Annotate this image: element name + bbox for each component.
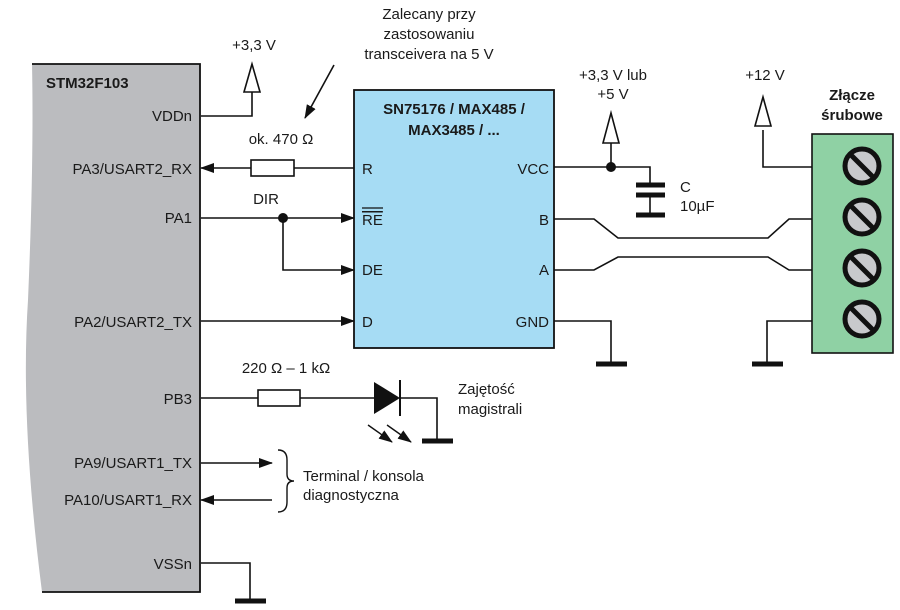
mcu-border xyxy=(32,63,201,593)
terminal-label-2: diagnostyczna xyxy=(303,487,400,504)
mcu-supply: +3,3 V xyxy=(201,37,276,117)
pin-r: R xyxy=(362,161,373,178)
pin-b: B xyxy=(539,212,549,229)
vcc-supply: +3,3 V lub +5 V C 10µF xyxy=(554,67,715,218)
led-label-2: magistrali xyxy=(458,401,522,418)
connector-label-1: Złącze xyxy=(829,87,875,104)
note-arrow-icon xyxy=(304,64,335,119)
connector-label-2: śrubowe xyxy=(821,107,883,124)
resistor-rx-icon xyxy=(250,159,295,177)
terminal-console: Terminal / konsola diagnostyczna xyxy=(200,449,425,513)
pin-vdd: VDDn xyxy=(152,108,192,125)
connector-ground xyxy=(752,320,812,367)
screw-terminal: Złącze śrubowe xyxy=(811,87,894,354)
pin-pa3-rx2: PA3/USART2_RX xyxy=(73,161,193,178)
note-line-3: transceivera na 5 V xyxy=(364,46,493,63)
bus-a-line xyxy=(554,256,812,271)
mcu-supply-label: +3,3 V xyxy=(232,37,276,54)
pin-re: RE xyxy=(362,212,383,229)
supply-12v: +12 V xyxy=(745,67,812,168)
resistor-led-icon xyxy=(257,389,301,407)
led-circuit: 220 Ω – 1 kΩ Zajętość magistrali xyxy=(201,360,522,444)
mcu-ground xyxy=(201,562,266,604)
vcc-supply-label-2: +5 V xyxy=(597,86,628,103)
resistor-led-label: 220 Ω – 1 kΩ xyxy=(242,360,330,377)
vcc-supply-label-1: +3,3 V lub xyxy=(579,67,647,84)
cap-value: 10µF xyxy=(680,198,715,215)
terminal-label-1: Terminal / konsola xyxy=(303,468,425,485)
pin-de: DE xyxy=(362,262,383,279)
recommendation-note: Zalecany przy zastosowaniu transceivera … xyxy=(304,6,494,119)
led-icon xyxy=(367,380,412,443)
mcu-name: STM32F103 xyxy=(46,75,129,92)
transceiver-name-2: MAX3485 / ... xyxy=(408,122,500,139)
pin-pa1: PA1 xyxy=(165,210,192,227)
screw-icon xyxy=(842,248,882,288)
transceiver-ground xyxy=(554,320,627,367)
supply-12v-arrow-icon xyxy=(753,93,773,127)
resistor-rx-label: ok. 470 Ω xyxy=(249,131,314,148)
bus-b-line xyxy=(554,218,812,239)
screw-icon xyxy=(842,299,882,339)
pin-gnd: GND xyxy=(516,314,550,331)
transceiver-block: SN75176 / MAX485 / MAX3485 / ... R RE DE… xyxy=(353,89,555,349)
pin-pa9-tx1: PA9/USART1_TX xyxy=(74,455,192,472)
mcu-block: STM32F103 VDDn PA3/USART2_RX PA1 PA2/USA… xyxy=(25,63,201,593)
supply-arrow-icon xyxy=(242,61,262,93)
dir-label: DIR xyxy=(253,191,279,208)
pin-a: A xyxy=(539,262,549,279)
cap-name: C xyxy=(680,179,691,196)
transceiver-name-1: SN75176 / MAX485 / xyxy=(383,101,526,118)
pin-vss: VSSn xyxy=(154,556,192,573)
pin-pa10-rx1: PA10/USART1_RX xyxy=(64,492,192,509)
screw-icon xyxy=(842,197,882,237)
capacitor-icon xyxy=(636,182,665,218)
note-line-2: zastosowaniu xyxy=(384,26,475,43)
mcu-body xyxy=(25,64,200,592)
pin-pa2-tx2: PA2/USART2_TX xyxy=(74,314,192,331)
rx-line: ok. 470 Ω xyxy=(200,131,354,177)
note-line-1: Zalecany przy xyxy=(382,6,476,23)
transceiver-body xyxy=(353,89,555,349)
pin-d: D xyxy=(362,314,373,331)
supply-12v-label: +12 V xyxy=(745,67,785,84)
vcc-supply-arrow-icon xyxy=(601,109,621,144)
screw-icon xyxy=(842,146,882,186)
bus-lines xyxy=(554,218,812,271)
pin-pb3: PB3 xyxy=(164,391,192,408)
led-label-1: Zajętość xyxy=(458,381,515,398)
dir-line: DIR xyxy=(201,191,355,275)
brace-icon xyxy=(277,449,295,513)
pin-vcc: VCC xyxy=(517,161,549,178)
